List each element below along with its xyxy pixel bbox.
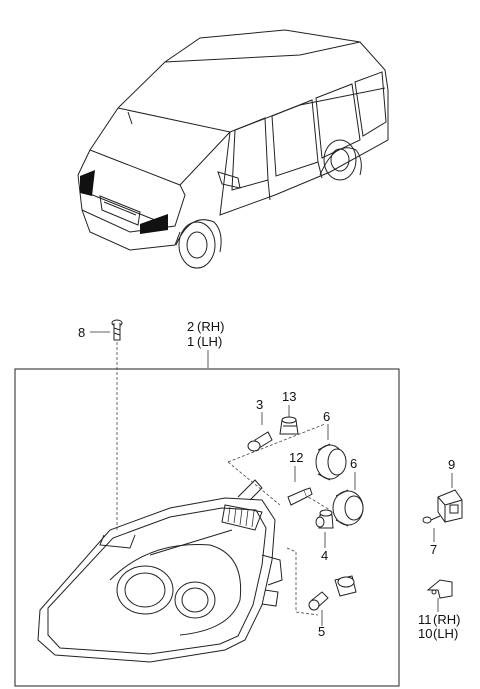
label-11: 11 <box>418 612 432 627</box>
label-4: 4 <box>321 548 328 563</box>
socket-5 <box>334 575 357 597</box>
bulb-12 <box>287 487 313 506</box>
label-5: 5 <box>318 624 325 639</box>
label-12: 12 <box>289 450 303 465</box>
label-9: 9 <box>448 457 455 472</box>
label-13: 13 <box>282 389 296 404</box>
vehicle-headlamp-left <box>140 214 168 234</box>
cap-6-upper <box>315 443 347 481</box>
headlamp-assembly <box>37 479 283 663</box>
label-8: 8 <box>78 325 85 340</box>
label-10: 10 <box>418 626 432 641</box>
bracket-11-10 <box>426 579 453 599</box>
actuator-9 <box>437 489 463 523</box>
label-6-upper: 6 <box>323 409 330 424</box>
bulb-3 <box>247 431 273 452</box>
label-11-side: (RH) <box>433 612 460 627</box>
callout-labels: 8 2 (RH) 1 (LH) 3 13 6 6 12 4 5 9 7 11 (… <box>78 319 460 641</box>
bulb-5 <box>308 591 329 611</box>
label-10-side: (LH) <box>433 626 458 641</box>
bulb-4 <box>315 509 334 529</box>
leader-lines <box>90 331 453 626</box>
vehicle-illustration <box>77 29 389 269</box>
socket-13 <box>279 416 299 435</box>
dashed-group-lines <box>227 423 331 616</box>
label-1: 1 <box>187 334 194 349</box>
screw-7 <box>422 515 441 524</box>
vehicle-headlamp-right <box>80 170 95 196</box>
assembly-frame <box>14 368 400 687</box>
label-6-lower: 6 <box>350 456 357 471</box>
label-3: 3 <box>256 397 263 412</box>
screw-8 <box>111 319 123 341</box>
label-1-side: (LH) <box>197 334 222 349</box>
label-2: 2 <box>187 319 194 334</box>
label-2-side: (RH) <box>197 319 224 334</box>
label-7: 7 <box>430 542 437 557</box>
cap-6-lower <box>332 489 364 527</box>
